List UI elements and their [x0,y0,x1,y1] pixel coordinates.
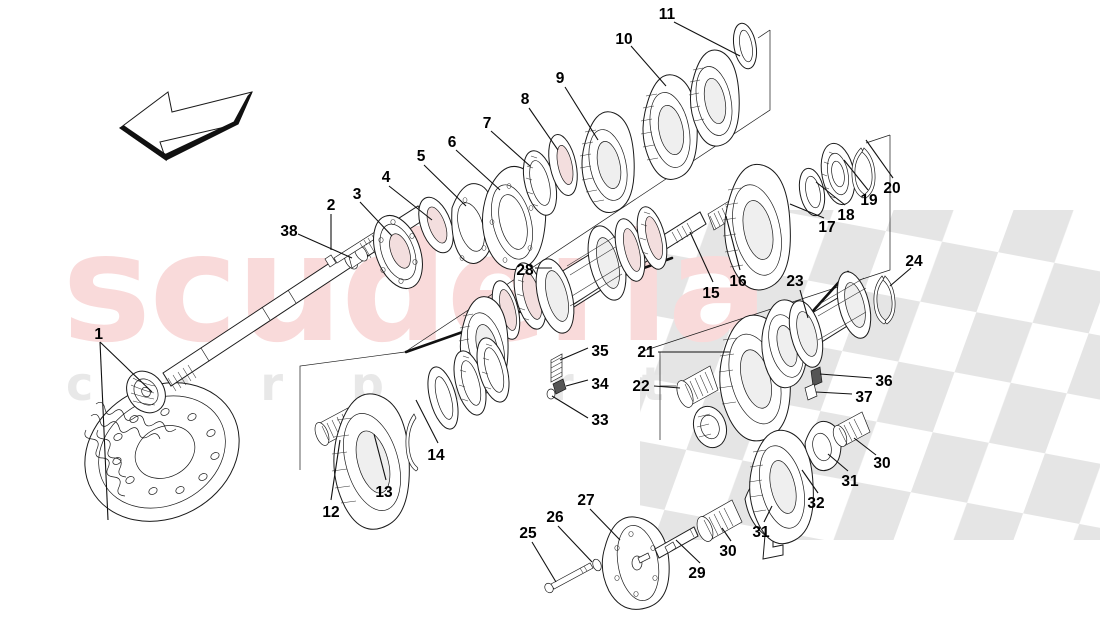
callout-13: 13 [375,484,393,501]
part-34-detent-plunger [552,378,567,395]
callout-18: 18 [837,207,855,224]
part-4-shim-washer [418,196,454,254]
callout-5: 5 [417,148,426,165]
callout-20: 20 [883,180,900,197]
part-36-dowel-pin [810,366,823,387]
callout-17: 17 [818,219,835,236]
part-25-fixing-bolt [544,562,594,594]
synchro-hub-23-group [761,271,896,401]
leader-lines [99,21,912,583]
callout-36: 36 [875,373,893,390]
part-35-detent-spring [550,353,563,383]
callout-28: 28 [516,262,534,279]
callout-32: 32 [807,495,824,512]
part-18-thrust-washer [798,167,826,217]
synchro-ring-c [614,218,646,282]
callout-3: 3 [353,186,362,203]
part-9-helical-gear [579,111,635,213]
callout-31: 31 [752,524,770,541]
part-32-reverse-idler-gear [748,429,814,545]
part-30b-needle-roller-bearing [832,411,871,447]
callout-30: 30 [719,543,736,560]
callout-25: 25 [519,525,537,542]
callout-35: 35 [591,343,609,360]
callout-16: 16 [729,273,747,290]
callout-33: 33 [591,412,609,429]
callout-37: 37 [855,389,872,406]
synchro-ring-d [636,206,668,270]
part-11-thrust-washer [732,22,758,70]
orientation-arrow [119,91,253,162]
callout-26: 26 [546,509,564,526]
callout-30b: 30 [873,455,890,472]
callout-34: 34 [591,376,609,393]
callout-9: 9 [556,70,565,87]
lower-synchro-rings [427,337,510,430]
callout-7: 7 [483,115,492,132]
part-30-needle-roller-bearing [696,499,743,542]
pinion-gear [126,370,166,414]
callout-10: 10 [615,31,632,48]
part-10-helical-gear-pair [640,49,740,180]
hub-body-23 [788,271,872,368]
callout-29: 29 [688,565,706,582]
lower-shaft-stack [314,337,567,530]
callout-23: 23 [786,273,804,290]
callout-27: 27 [577,492,594,509]
callout-11: 11 [659,6,676,23]
part-7-roller-bearing [522,150,558,216]
part-26-washer [592,558,602,572]
part-31b-thrust-plate [804,420,842,472]
part-8-synchronizer-ring [548,134,578,196]
part-14-snap-ring [405,413,419,472]
callout-1: 1 [94,326,103,343]
part-20-circlip [851,147,876,199]
callout-24: 24 [905,253,923,270]
part-37-bush [804,383,818,401]
callout-12: 12 [322,504,339,521]
part-3-bearing-cover-flange [373,215,423,289]
callout-14: 14 [427,447,445,464]
callout-numbers: 1 2 3 4 5 6 7 8 9 10 11 12 13 14 15 16 1… [94,6,923,582]
callout-6: 6 [448,134,457,151]
callout-38: 38 [280,223,298,240]
callout-19: 19 [860,192,878,209]
callout-8: 8 [521,91,530,108]
callout-15: 15 [702,285,720,302]
part-27-end-cover-housing [601,516,670,610]
part-22-needle-roller-bearing [676,365,719,408]
callout-4: 4 [382,169,391,186]
callout-2: 2 [327,197,336,214]
small-pinion-gear [692,405,728,449]
callout-21: 21 [637,344,655,361]
part-24-circlip [873,275,896,325]
part-29-reverse-idler-shaft [654,526,699,559]
callout-22: 22 [632,378,649,395]
callout-31b: 31 [841,473,859,490]
crown-wheel-assembly [84,370,240,522]
